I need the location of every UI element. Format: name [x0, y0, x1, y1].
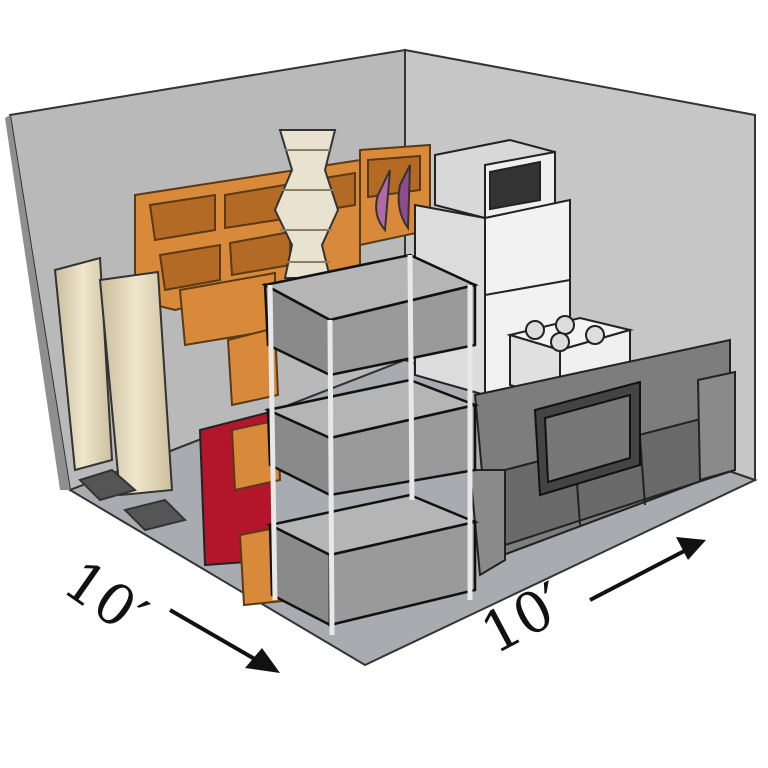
- left-arrow-head: [245, 648, 280, 673]
- left-dimension-arrow: [168, 608, 267, 667]
- right-dimension-arrow: [589, 546, 691, 602]
- microwave: [434, 138, 556, 220]
- left-dimension-label: 10′: [52, 548, 158, 649]
- guitars: [375, 164, 411, 233]
- left-wall-edge: [5, 115, 70, 490]
- gray-shelf-unit: [261, 253, 480, 636]
- television: [533, 380, 641, 497]
- right-arrow-head: [676, 537, 706, 560]
- floor-lamps: [53, 256, 187, 532]
